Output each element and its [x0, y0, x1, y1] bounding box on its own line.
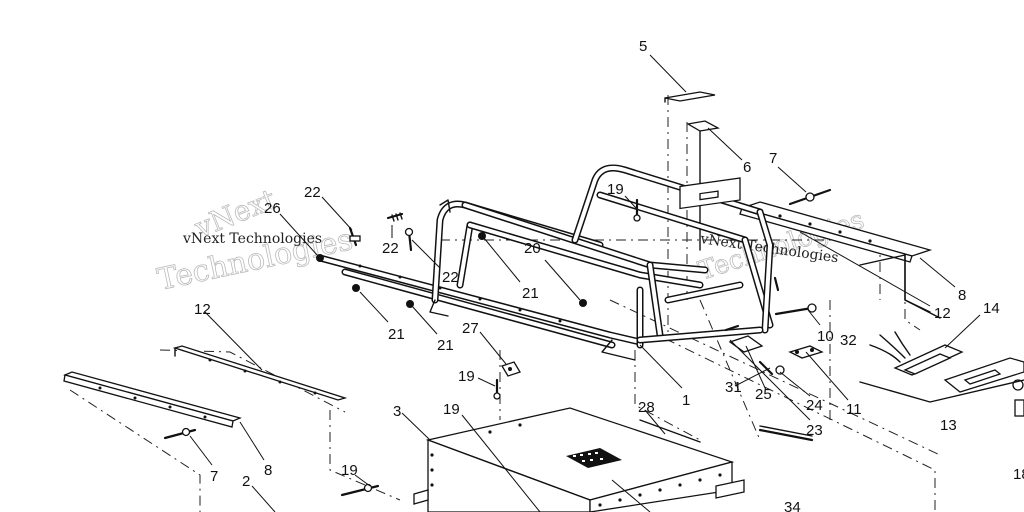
part-28-bar — [639, 419, 701, 443]
callout-31: 31 — [725, 379, 742, 396]
callout-25: 25 — [755, 386, 772, 403]
part-7-bolt-left — [163, 427, 197, 440]
callout-18: 18 — [1013, 466, 1024, 483]
callout-2: 2 — [242, 473, 250, 490]
part-14-tail-light — [859, 331, 1024, 417]
part-8-angle-rail-upper — [739, 201, 933, 313]
part-3-base-box — [413, 407, 745, 512]
fasteners-upper — [316, 198, 780, 308]
hitch-hardware — [724, 324, 824, 442]
callout-8-upper: 8 — [958, 287, 966, 304]
callout-22-top: 22 — [304, 184, 321, 201]
callout-23: 23 — [806, 422, 823, 439]
callout-27: 27 — [462, 320, 479, 337]
part-7-bolt-upper — [788, 188, 832, 206]
callout-21-center: 21 — [437, 337, 454, 354]
leader-lines — [189, 54, 981, 512]
watermark-left: vNext Technologies vNext Technologies — [154, 182, 356, 298]
callout-32: 32 — [840, 332, 857, 349]
callout-10: 10 — [817, 328, 834, 345]
part-8-angle-rail-left — [63, 371, 242, 428]
callout-26: 26 — [264, 200, 281, 217]
callout-8-left: 8 — [264, 462, 272, 479]
callout-11: 11 — [846, 401, 862, 418]
callout-21-left: 21 — [388, 326, 405, 343]
callout-24: 24 — [806, 397, 823, 414]
roll-cage-rack — [429, 164, 774, 361]
callout-19-low: 19 — [341, 462, 358, 479]
part-27-clamp — [501, 361, 521, 377]
callout-19-top: 19 — [607, 181, 624, 198]
callout-22-mid: 22 — [382, 240, 399, 257]
callout-5: 5 — [639, 38, 647, 55]
callout-34: 34 — [784, 499, 801, 512]
part-5-top-plate — [664, 91, 716, 103]
callout-12-left: 12 — [194, 301, 211, 318]
callout-1: 1 — [682, 392, 690, 409]
callout-14: 14 — [983, 300, 1000, 317]
callout-6: 6 — [743, 159, 751, 176]
callout-22-right: 22 — [442, 269, 459, 286]
watermark-small-left: vNext Technologies — [182, 231, 322, 247]
callout-13: 13 — [940, 417, 957, 434]
part-12-panel-right — [859, 254, 941, 319]
part-1-frame-rail — [316, 254, 644, 349]
part-10-pin — [774, 303, 817, 316]
callout-3: 3 — [393, 403, 401, 420]
callout-19-mid: 19 — [458, 368, 475, 385]
callout-12-upper: 12 — [934, 305, 951, 322]
callout-28: 28 — [638, 399, 655, 416]
callout-21-upper: 21 — [522, 285, 539, 302]
callout-20: 20 — [524, 240, 541, 257]
part-12-rail-left — [172, 345, 348, 401]
callout-19-box: 19 — [443, 401, 460, 418]
callout-numbers: 5 6 7 8 12 14 13 18 19 22 22 22 26 20 21… — [194, 38, 1024, 512]
callout-7-left: 7 — [210, 468, 218, 485]
callout-7-upper: 7 — [769, 150, 777, 167]
